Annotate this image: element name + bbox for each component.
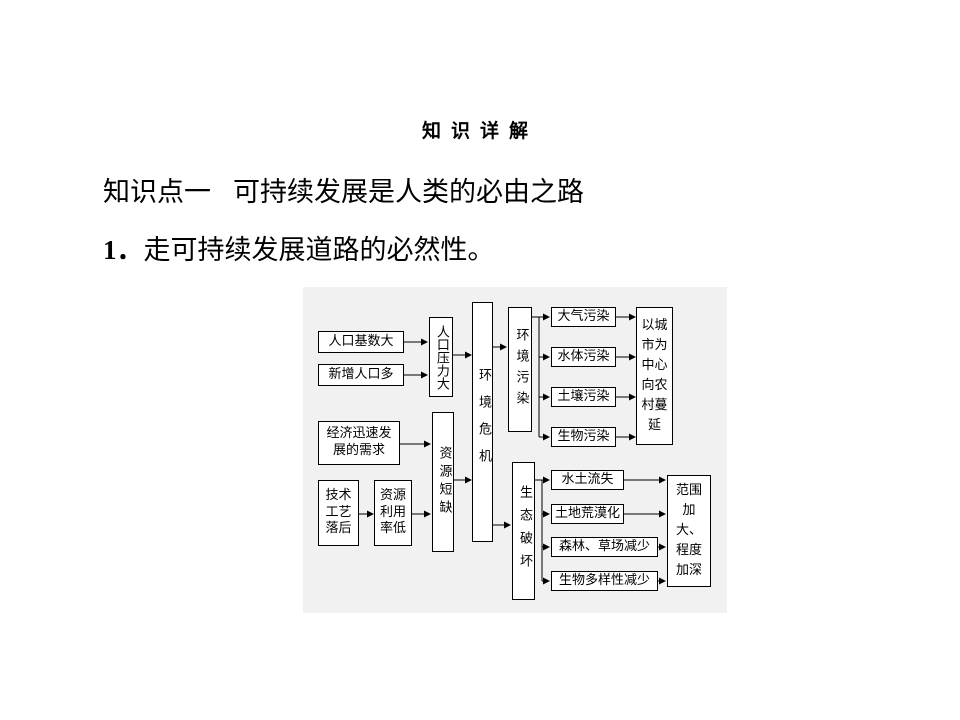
item-heading: 1．走可持续发展道路的必然性。	[103, 228, 495, 267]
box-pollution-result: 以城市为中心向农村蔓延	[636, 307, 673, 445]
box-pollution-air: 大气污染	[551, 307, 616, 327]
cause-effect-diagram: 人口基数大 新增人口多 人口压力大 经济迅速发展的需求 技术工艺落后 资源利用率…	[303, 287, 727, 613]
box-eco-result: 范围加大、程度加深	[667, 475, 711, 587]
box-economic-demand: 经济迅速发展的需求	[318, 421, 400, 465]
box-environment-crisis: 环境危机	[472, 302, 493, 542]
box-low-utilization: 资源利用率低	[374, 480, 412, 546]
box-resource-shortage: 资源短缺	[432, 412, 454, 552]
box-eco-forest-grassland: 森林、草场减少	[551, 537, 658, 557]
box-pollution-soil: 土壤污染	[551, 387, 616, 407]
box-eco-desertification: 土地荒漠化	[551, 504, 624, 524]
box-population-base: 人口基数大	[318, 331, 404, 353]
box-population-pressure: 人口压力大	[429, 317, 453, 397]
box-tech-backward: 技术工艺落后	[318, 480, 359, 546]
knowledge-point-number: 知识点一	[103, 177, 211, 208]
box-ecological-damage: 生态破坏	[512, 462, 535, 600]
box-environmental-pollution: 环境污染	[508, 307, 532, 432]
diagram-connectors	[359, 313, 666, 585]
knowledge-point-title: 知识点一可持续发展是人类的必由之路	[103, 170, 584, 209]
section-heading: 知识详解	[421, 120, 538, 142]
box-new-population: 新增人口多	[318, 364, 404, 386]
box-eco-soil-erosion: 水土流失	[551, 470, 624, 490]
box-pollution-water: 水体污染	[551, 347, 616, 367]
knowledge-point-text: 可持续发展是人类的必由之路	[233, 177, 584, 208]
item-text: 走可持续发展道路的必然性。	[143, 235, 495, 266]
box-pollution-biological: 生物污染	[551, 427, 616, 447]
box-eco-biodiversity: 生物多样性减少	[551, 571, 658, 591]
item-number: 1．	[103, 235, 144, 265]
